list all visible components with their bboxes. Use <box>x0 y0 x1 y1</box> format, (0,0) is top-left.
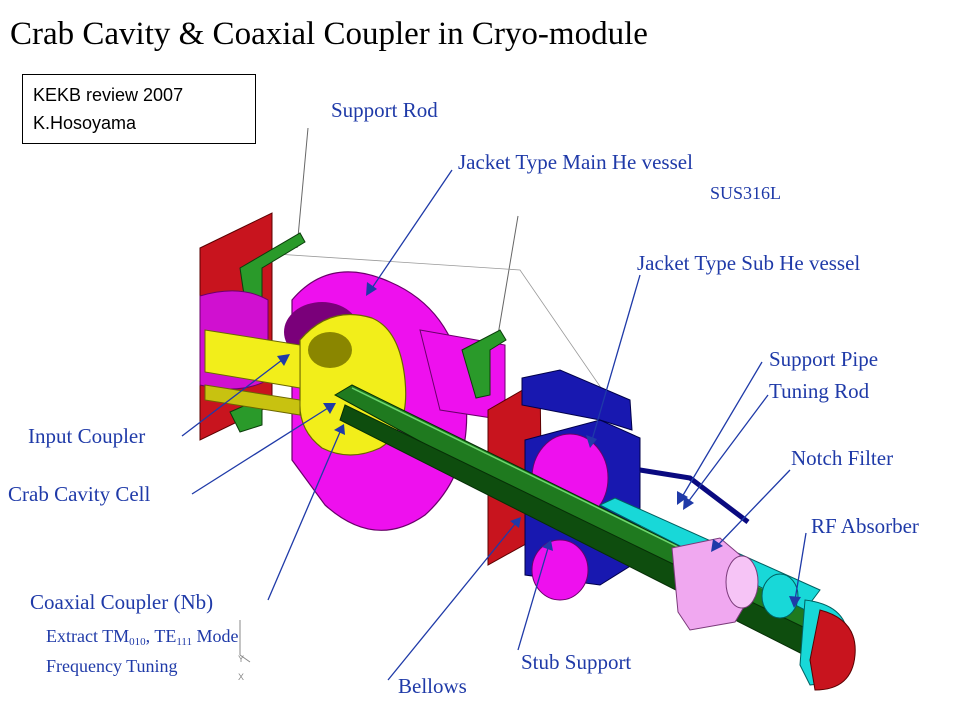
arrow-sub-he-vessel <box>586 435 597 448</box>
arrow-support-pipe <box>677 491 688 505</box>
label-bellows: Bellows <box>398 674 467 698</box>
label-extract-modes: Extract TM010, TE111 Mode <box>46 626 239 648</box>
crab-cavity-bore <box>308 332 352 368</box>
label-frequency-tuning: Frequency Tuning <box>46 656 178 676</box>
te-subscript: 111 <box>176 636 193 648</box>
notch-filter-body <box>671 537 749 631</box>
label-support-pipe: Support Pipe <box>769 347 879 371</box>
credit-line-author: K.Hosoyama <box>33 113 137 133</box>
rf-absorber-body <box>761 573 799 619</box>
leader-coaxial-coupler <box>267 431 341 601</box>
support-rod-right <box>497 215 519 336</box>
leader-main-he-vessel <box>371 169 453 289</box>
frame-lines <box>214 249 631 431</box>
leader-crab-cavity-cell <box>191 407 329 495</box>
axis-y-label: Y <box>238 654 244 664</box>
sub-he-vessel-frame <box>521 369 633 431</box>
arrow-coaxial-coupler <box>334 424 345 435</box>
input-coupler-pipe-lower <box>204 384 301 416</box>
arrow-rf-absorber <box>789 596 801 608</box>
axis-x-label: X <box>238 672 244 682</box>
label-tuning-rod: Tuning Rod <box>769 379 870 403</box>
leader-notch-filter <box>717 469 791 546</box>
label-support-rod: Support Rod <box>331 98 438 122</box>
top-bracket-middle <box>461 329 507 399</box>
label-material: SUS316L <box>710 183 782 203</box>
end-cap <box>809 609 856 691</box>
leader-stub-support <box>517 547 549 651</box>
leader-sub-he-vessel <box>591 274 641 441</box>
leader-tuning-rod <box>687 394 769 503</box>
notch-filter-face <box>725 555 759 609</box>
label-sub-he-vessel: Jacket Type Sub He vessel <box>637 251 861 275</box>
extract-prefix: Extract TM <box>46 626 130 646</box>
credit-line-event: KEKB review 2007 <box>33 85 184 105</box>
label-coaxial-coupler: Coaxial Coupler (Nb) <box>30 590 214 614</box>
input-coupler-pipe <box>204 329 301 389</box>
extract-mid: , TE <box>145 626 177 646</box>
arrow-input-coupler <box>277 354 290 366</box>
tm-subscript: 010 <box>129 636 146 648</box>
leader-rf-absorber <box>794 532 807 601</box>
label-main-he-vessel: Jacket Type Main He vessel <box>458 150 693 174</box>
sub-cell-lower <box>531 539 589 601</box>
arrow-stub-support <box>542 540 553 551</box>
arrow-main-he-vessel <box>366 282 377 296</box>
leader-bellows <box>387 523 516 681</box>
leader-support-pipe <box>681 361 763 498</box>
arrow-bellows <box>510 517 521 528</box>
page-title: Crab Cavity & Coaxial Coupler in Cryo-mo… <box>10 16 648 52</box>
arrow-notch-filter <box>711 539 723 552</box>
label-rf-absorber: RF Absorber <box>811 514 919 538</box>
support-pipe-tuning-rod <box>639 467 750 524</box>
credit-box: KEKB review 2007 K.Hosoyama <box>22 74 256 144</box>
extract-suffix: Mode <box>192 626 239 646</box>
arrow-tuning-rod <box>683 496 694 510</box>
arrow-crab-cavity-cell <box>323 403 336 414</box>
label-input-coupler: Input Coupler <box>28 424 146 448</box>
label-notch-filter: Notch Filter <box>791 446 894 470</box>
axis-triad <box>239 620 251 663</box>
leader-input-coupler <box>181 359 283 437</box>
support-rod-left <box>296 127 309 249</box>
label-stub-support: Stub Support <box>521 650 632 674</box>
label-crab-cavity-cell: Crab Cavity Cell <box>8 482 151 506</box>
